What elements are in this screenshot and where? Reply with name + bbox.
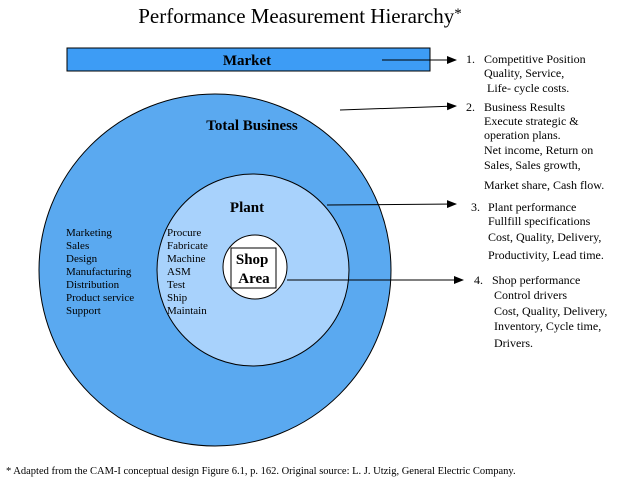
plant-arrow [326, 200, 457, 209]
measure-number: 1. [466, 52, 475, 66]
footnote: * Adapted from the CAM-I conceptual desi… [6, 466, 516, 477]
list-item: Support [66, 305, 101, 317]
measure-number: 2. [466, 100, 475, 114]
list-item: Ship [167, 292, 188, 304]
list-item: Product service [66, 292, 134, 304]
measure-1: 1. Competitive Position Quality, Service… [466, 52, 589, 95]
list-item: Distribution [66, 279, 120, 291]
measure-4: 4. Shop performance Control drivers Cost… [474, 273, 610, 350]
measure-2: 2. Business Results Execute strategic & … [466, 100, 604, 192]
list-item: ASM [167, 266, 191, 278]
measure-3: 3. Plant performance Fullfill specificat… [471, 200, 604, 262]
list-item: Marketing [66, 227, 112, 239]
plant-label: Plant [230, 200, 264, 216]
list-item: Fabricate [167, 240, 208, 252]
measure-number: 3. [471, 200, 480, 214]
market-label: Market [223, 53, 271, 69]
total-business-label: Total Business [206, 118, 298, 134]
total-business-arrow [339, 102, 457, 111]
list-item: Procure [167, 227, 201, 239]
shop-area-box [230, 247, 277, 289]
list-item: Sales [66, 240, 89, 252]
measure-number: 4. [474, 273, 483, 287]
list-item: Design [66, 253, 98, 265]
list-item: Manufacturing [66, 266, 132, 278]
page-title: Performance Measurement Hierarchy* [138, 4, 462, 28]
business-functions-list: Marketing Sales Design Manufacturing Dis… [66, 227, 137, 317]
list-item: Test [167, 279, 185, 291]
list-item: Machine [167, 253, 206, 265]
list-item: Maintain [167, 305, 207, 317]
shop-area-label: Shop Area [236, 252, 272, 287]
plant-functions-list: Procure Fabricate Machine ASM Test Ship … [167, 227, 211, 317]
